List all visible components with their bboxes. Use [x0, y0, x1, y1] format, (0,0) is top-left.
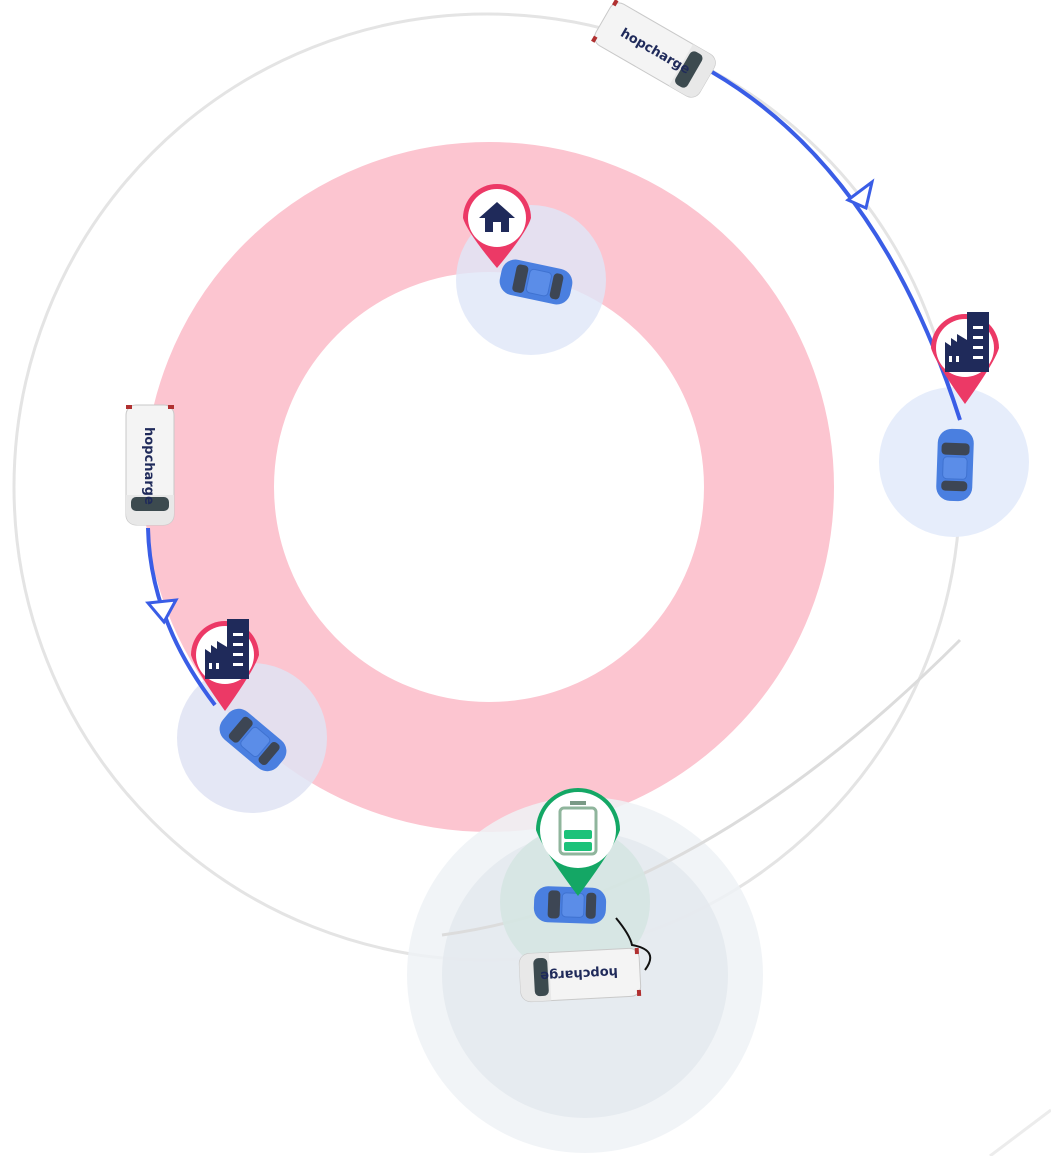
home-icon: [479, 202, 515, 232]
van-top[interactable]: hopcharge: [590, 0, 720, 102]
home-pin[interactable]: [463, 184, 531, 268]
charging-cable: [615, 917, 652, 971]
van-left[interactable]: hopcharge: [125, 404, 175, 526]
route-arrow-icon: [845, 178, 875, 211]
car-charging[interactable]: [532, 885, 608, 925]
route-arrow-icon: [145, 598, 179, 625]
van-brand-label: hopcharge: [540, 964, 619, 983]
office-pin-right[interactable]: [931, 312, 999, 404]
building-icon: [205, 619, 249, 679]
battery-icon: [558, 801, 598, 856]
building-icon: [945, 312, 989, 372]
van-brand-label: hopcharge: [141, 427, 156, 505]
office-pin-left[interactable]: [191, 619, 259, 711]
charging-pin[interactable]: [536, 788, 620, 896]
car-right[interactable]: [935, 427, 975, 503]
van-charging[interactable]: hopcharge: [518, 947, 642, 1003]
decor-line: [989, 1108, 1051, 1156]
